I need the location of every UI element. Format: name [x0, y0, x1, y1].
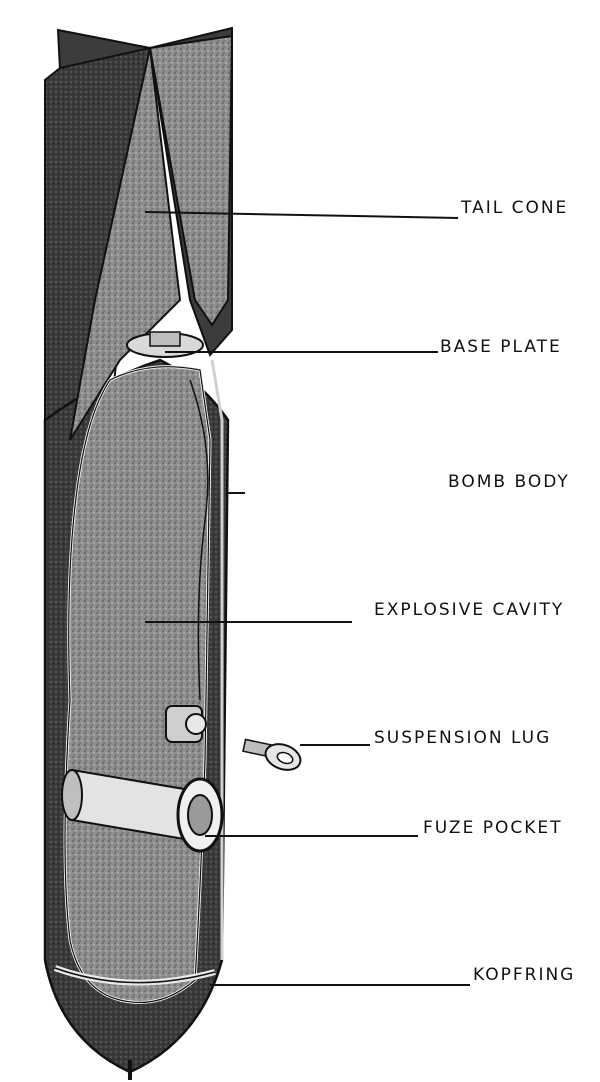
- leader-lines: [144, 211, 470, 986]
- tail-cone-cutaway: [69, 47, 182, 441]
- suspension-lug-part: [242, 738, 302, 771]
- fuze-pocket: [61, 768, 224, 853]
- label-explosive-cavity: EXPLOSIVE CAVITY: [374, 600, 565, 620]
- leader-tail-cone: [144, 211, 459, 219]
- label-tail-cone: TAIL CONE: [461, 198, 569, 218]
- explosive-cavity: [63, 365, 212, 1004]
- base-plate: [126, 331, 204, 358]
- suspension-lug-nut: [165, 705, 207, 743]
- label-kopfring: KOPFRING: [473, 965, 576, 985]
- label-suspension-lug: SUSPENSION LUG: [374, 728, 552, 748]
- label-base-plate: BASE PLATE: [440, 337, 562, 357]
- label-fuze-pocket: FUZE POCKET: [423, 818, 563, 838]
- label-bomb-body: BOMB BODY: [448, 472, 570, 492]
- tail-fins: [44, 26, 234, 421]
- kopfring: [53, 965, 216, 1080]
